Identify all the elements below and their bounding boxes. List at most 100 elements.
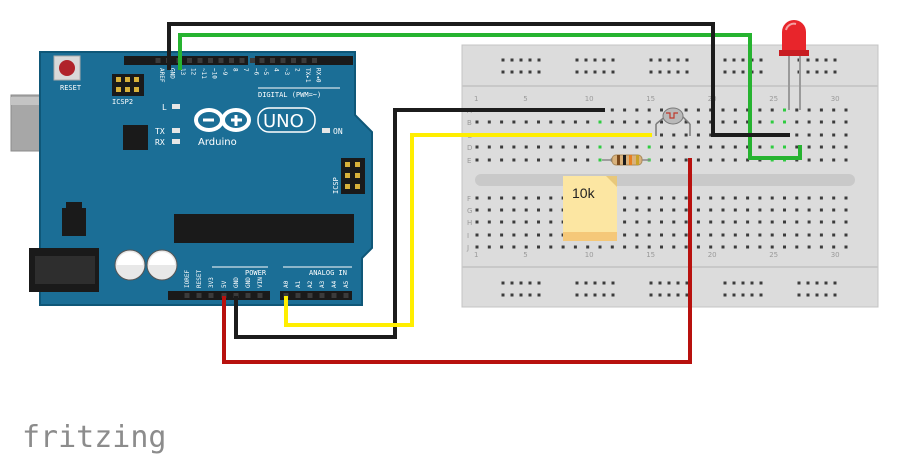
icsp-header xyxy=(341,158,365,194)
breadboard-hole xyxy=(783,120,786,124)
breadboard-hole xyxy=(623,196,627,200)
breadboard-hole xyxy=(844,196,848,200)
rail-hole xyxy=(510,70,514,74)
arduino-logo xyxy=(194,108,251,132)
rail-hole xyxy=(723,70,727,74)
header-pin xyxy=(259,58,265,63)
rail-hole xyxy=(676,281,680,285)
breadboard-hole xyxy=(623,245,627,249)
breadboard-hole xyxy=(807,233,811,237)
breadboard-column-number: 10 xyxy=(585,95,594,103)
breadboard-hole xyxy=(832,220,836,224)
power-pin-label: GND xyxy=(233,277,240,288)
header-pin xyxy=(155,58,161,63)
breadboard-column-number: 5 xyxy=(523,251,527,259)
breadboard-hole xyxy=(746,233,750,237)
header-pin xyxy=(283,293,289,298)
voltage-regulator xyxy=(62,208,86,236)
digital-pin-label: ~10 xyxy=(211,68,218,79)
breadboard-hole xyxy=(795,133,799,137)
photoresistor xyxy=(655,107,691,136)
breadboard-hole xyxy=(758,208,762,212)
breadboard-hole xyxy=(733,220,737,224)
digital-pin-label: 13 xyxy=(179,68,186,76)
breadboard-hole xyxy=(672,196,676,200)
breadboard-hole xyxy=(844,145,848,149)
breadboard-hole xyxy=(549,196,553,200)
breadboard-hole xyxy=(696,233,700,237)
breadboard-hole xyxy=(475,233,479,237)
uno-badge xyxy=(257,107,316,133)
breadboard-hole xyxy=(684,145,688,149)
rail-hole xyxy=(750,281,754,285)
rail-hole xyxy=(833,281,837,285)
power-pin-label: IOREF xyxy=(184,270,191,288)
breadboard-hole xyxy=(660,233,663,237)
wires xyxy=(167,22,802,364)
rail-hole xyxy=(667,58,671,62)
breadboard-row-letter: I xyxy=(467,232,469,240)
brand-label: Arduino xyxy=(198,137,237,148)
breadboard-hole xyxy=(746,220,750,224)
rail-hole xyxy=(602,58,606,62)
led-rx-label: RX xyxy=(155,138,165,147)
rail-hole xyxy=(806,281,810,285)
rail-hole xyxy=(667,70,671,74)
rail-hole xyxy=(658,293,662,297)
breadboard-row-letter: F xyxy=(467,195,471,203)
breadboard-hole xyxy=(770,120,774,124)
breadboard-row-letter: E xyxy=(467,157,471,165)
breadboard-hole xyxy=(573,158,577,162)
breadboard-hole xyxy=(721,196,725,200)
rail-hole xyxy=(815,58,819,62)
rail-hole xyxy=(593,70,597,74)
breadboard-hole xyxy=(696,120,700,124)
breadboard-hole xyxy=(819,245,823,249)
rail-hole xyxy=(685,293,689,297)
led-l-label: L xyxy=(162,103,167,112)
breadboard-hole xyxy=(807,145,811,149)
breadboard-hole xyxy=(500,208,504,212)
breadboard-hole xyxy=(807,120,811,124)
digital-pin-label: 2 xyxy=(294,68,301,72)
breadboard-row-letter: D xyxy=(467,144,472,152)
capacitor xyxy=(146,249,178,281)
analog-pin-label: A4 xyxy=(331,280,338,288)
header-pin xyxy=(187,58,192,63)
breadboard-hole xyxy=(475,208,479,212)
wire-green-pin13-led xyxy=(178,33,802,160)
resistor xyxy=(602,154,650,166)
breadboard-hole xyxy=(635,220,639,224)
breadboard-hole xyxy=(487,220,491,224)
breadboard-hole xyxy=(598,245,602,249)
breadboard-hole xyxy=(819,196,823,200)
power-header xyxy=(168,291,270,300)
breadboard-hole xyxy=(660,245,663,249)
breadboard-hole xyxy=(598,158,602,162)
digital-pin-label: ~9 xyxy=(221,68,228,76)
rail-hole xyxy=(537,281,541,285)
breadboard-hole xyxy=(524,145,528,149)
usb-chip xyxy=(123,125,148,150)
breadboard-hole xyxy=(524,245,528,249)
breadboard-hole xyxy=(844,233,848,237)
rail-hole xyxy=(723,293,727,297)
breadboard-hole xyxy=(647,108,651,112)
breadboard-hole xyxy=(660,145,663,149)
breadboard-hole xyxy=(500,245,504,249)
breadboard-hole xyxy=(758,233,762,237)
breadboard-column-number: 10 xyxy=(585,251,594,259)
breadboard-hole xyxy=(549,208,553,212)
rail-hole xyxy=(501,70,505,74)
breadboard-hole xyxy=(684,220,688,224)
rail-hole xyxy=(519,281,523,285)
breadboard-hole xyxy=(487,158,491,162)
breadboard-hole xyxy=(832,158,836,162)
breadboard-hole xyxy=(783,208,786,212)
rail-hole xyxy=(750,293,754,297)
header-pin xyxy=(208,293,214,298)
breadboard-hole xyxy=(549,233,553,237)
rail-hole xyxy=(537,70,541,74)
analog-pin-label: A1 xyxy=(295,280,302,288)
